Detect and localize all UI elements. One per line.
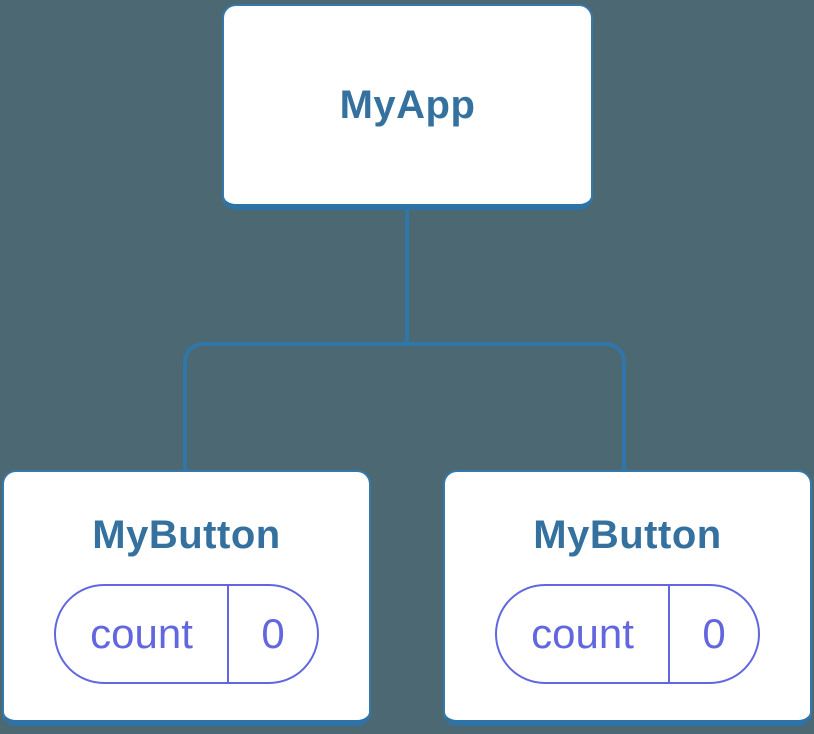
component-label-mybutton-left: MyButton <box>92 513 281 557</box>
component-label-root: MyApp <box>339 83 476 127</box>
state-value-right: 0 <box>702 610 726 657</box>
state-key-left: count <box>56 586 229 682</box>
connector-branch-bracket <box>183 342 626 470</box>
state-key-right: count <box>497 586 670 682</box>
component-node-root: MyApp <box>222 4 593 210</box>
state-pill-left: count 0 <box>54 584 319 684</box>
state-value-left: 0 <box>261 610 285 657</box>
component-node-mybutton-left: MyButton count 0 <box>2 470 371 726</box>
connector-root-stem <box>405 210 409 344</box>
component-label-mybutton-right: MyButton <box>533 513 722 557</box>
component-node-mybutton-right: MyButton count 0 <box>443 470 812 726</box>
state-pill-right: count 0 <box>495 584 760 684</box>
